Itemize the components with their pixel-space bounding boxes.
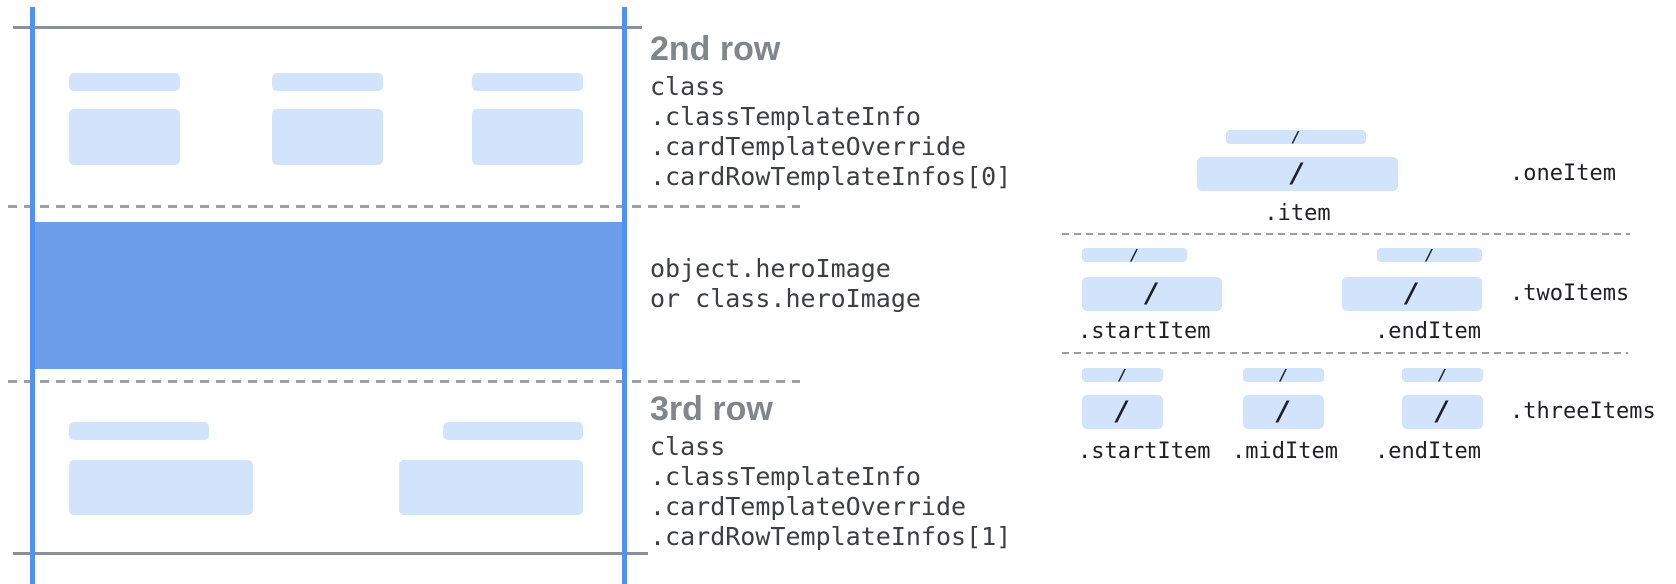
slash-glyph: / xyxy=(1129,246,1140,264)
hero-row3-divider-dashed-line xyxy=(8,380,800,383)
item-label-chip: / xyxy=(1243,366,1324,384)
code-line: .cardTemplateOverride xyxy=(650,132,967,161)
slash-glyph: / xyxy=(1291,128,1301,146)
item-value-chip: / xyxy=(1342,277,1482,311)
item-label-chip: / xyxy=(1082,366,1163,384)
code-line: .cardTemplateOverride xyxy=(650,492,967,521)
code-line: .classTemplateInfo xyxy=(650,462,921,491)
card-top-boundary-line xyxy=(13,26,642,29)
label-placeholder-chip xyxy=(272,73,383,91)
row2-class-path: class .classTemplateInfo .cardTemplateOv… xyxy=(650,72,1011,192)
card-left-guide-line xyxy=(30,7,35,584)
value-placeholder-chip xyxy=(472,109,583,165)
hero-image-path: object.heroImage or class.heroImage xyxy=(650,254,921,314)
legend-divider-dashed-line xyxy=(1062,233,1630,235)
item-value-chip: / xyxy=(1197,157,1398,191)
code-line: class xyxy=(650,72,726,101)
slash-glyph: / xyxy=(1424,246,1435,264)
slash-glyph: / xyxy=(1143,278,1161,309)
hero-image-band xyxy=(30,222,627,369)
item-value-chip: / xyxy=(1082,277,1222,311)
code-line: class xyxy=(650,432,726,461)
item-label-chip: / xyxy=(1226,128,1366,146)
item-field-label: .endItem xyxy=(1375,319,1481,344)
slash-glyph: / xyxy=(1114,396,1131,427)
slash-glyph: / xyxy=(1278,366,1289,384)
value-placeholder-chip xyxy=(399,460,583,515)
item-field-label: .startItem xyxy=(1078,439,1211,464)
label-placeholder-chip xyxy=(472,73,583,91)
row3-class-path: class .classTemplateInfo .cardTemplateOv… xyxy=(650,432,1011,552)
code-line: .cardRowTemplateInfos[1] xyxy=(650,522,1012,551)
code-line: object.heroImage xyxy=(650,254,891,283)
code-line: .classTemplateInfo xyxy=(650,102,921,131)
item-label-chip: / xyxy=(1377,246,1482,264)
card-bottom-boundary-line xyxy=(13,552,648,555)
slash-glyph: / xyxy=(1117,366,1128,384)
slash-glyph: / xyxy=(1434,396,1451,427)
row-variant-label: .oneItem xyxy=(1510,161,1616,186)
slash-glyph: / xyxy=(1403,278,1421,309)
value-placeholder-chip xyxy=(272,109,383,165)
item-value-chip: / xyxy=(1082,395,1163,429)
row2-heading: 2nd row xyxy=(650,30,781,68)
item-field-label: .midItem xyxy=(1232,439,1338,464)
item-value-chip: / xyxy=(1402,395,1483,429)
label-placeholder-chip xyxy=(69,73,180,91)
label-placeholder-chip xyxy=(69,422,209,440)
value-placeholder-chip xyxy=(69,109,180,165)
value-placeholder-chip xyxy=(69,460,253,515)
item-field-label: .item xyxy=(1264,201,1331,226)
code-line: or class.heroImage xyxy=(650,284,921,313)
item-label-chip: / xyxy=(1082,246,1187,264)
label-placeholder-chip xyxy=(443,422,583,440)
row2-hero-divider-dashed-line xyxy=(8,205,800,208)
row-variant-label: .threeItems xyxy=(1510,399,1656,424)
slash-glyph: / xyxy=(1289,158,1306,189)
card-right-guide-line xyxy=(622,7,627,584)
row-variant-label: .twoItems xyxy=(1510,281,1630,306)
legend-divider-dashed-line xyxy=(1062,352,1628,354)
slash-glyph: / xyxy=(1437,366,1448,384)
item-label-chip: / xyxy=(1402,366,1483,384)
slash-glyph: / xyxy=(1275,396,1292,427)
item-field-label: .startItem xyxy=(1078,319,1211,344)
item-value-chip: / xyxy=(1243,395,1324,429)
row3-heading: 3rd row xyxy=(650,390,773,428)
code-line: .cardRowTemplateInfos[0] xyxy=(650,162,1012,191)
item-field-label: .endItem xyxy=(1375,439,1481,464)
